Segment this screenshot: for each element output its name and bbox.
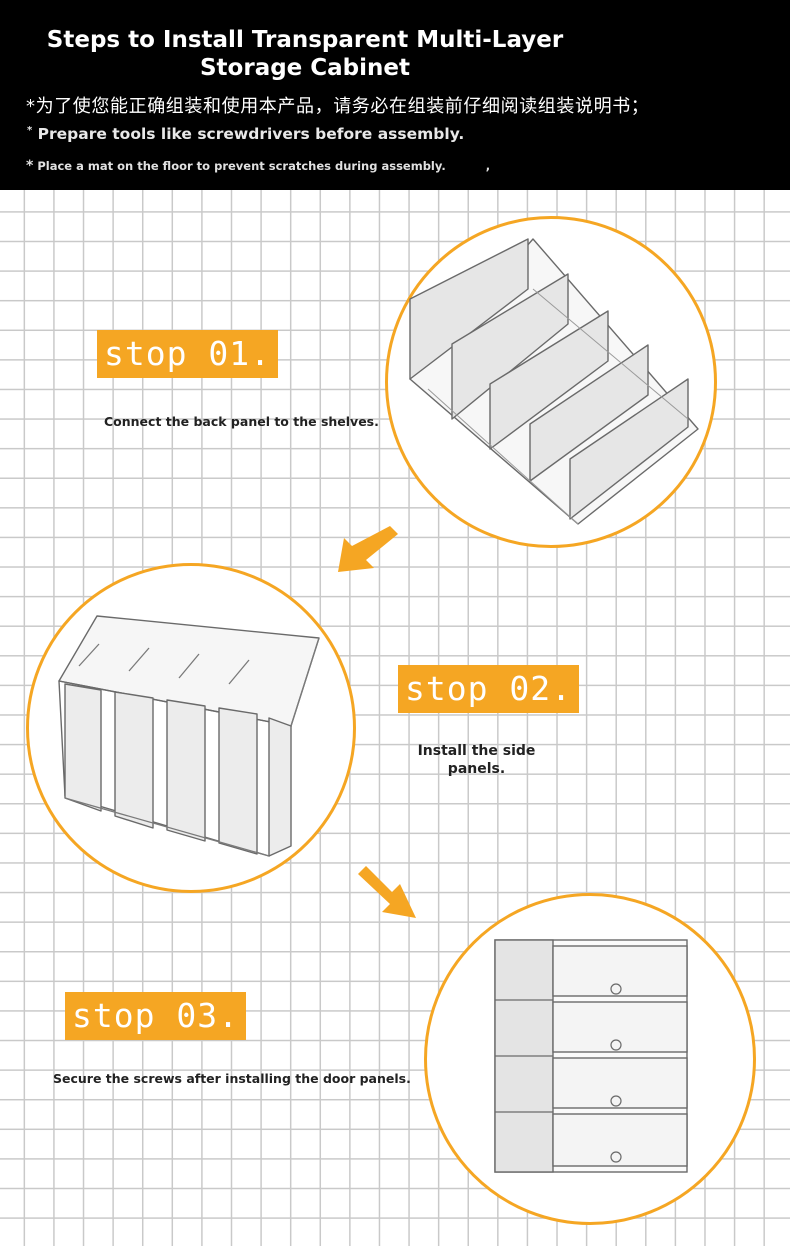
step-3-label: stop 03. bbox=[65, 992, 246, 1040]
step-2-description-line-1: Install the side bbox=[417, 743, 536, 759]
step-3-description: Secure the screws after installing the d… bbox=[53, 1071, 411, 1086]
shelves-with-back-panel-illustration bbox=[409, 238, 699, 525]
bullet-mark: * bbox=[27, 125, 33, 136]
step-1-illustration-circle bbox=[385, 216, 717, 548]
instruction-mat: * Place a mat on the floor to prevent sc… bbox=[26, 158, 490, 174]
step-2-label: stop 02. bbox=[398, 665, 579, 713]
instruction-mat-text: Place a mat on the floor to prevent scra… bbox=[37, 159, 446, 173]
step-1-label: stop 01. bbox=[97, 330, 278, 378]
assembled-cabinet-with-doors-illustration bbox=[494, 939, 688, 1173]
step-3-illustration-circle bbox=[424, 893, 756, 1225]
step-2-illustration-circle bbox=[26, 563, 356, 893]
cabinet-side-panels-illustration bbox=[58, 615, 320, 857]
instruction-chinese: *为了使您能正确组装和使用本产品，请务必在组装前仔细阅读组装说明书； bbox=[26, 96, 650, 117]
arrow-down-left-icon bbox=[332, 520, 402, 580]
title-line-2: Storage Cabinet bbox=[199, 55, 410, 81]
step-2-description-line-2: panels. bbox=[447, 761, 506, 777]
step-1-description: Connect the back panel to the shelves. bbox=[104, 414, 379, 429]
page-title: Steps to Install Transparent Multi-Layer… bbox=[20, 26, 590, 82]
header-banner: Steps to Install Transparent Multi-Layer… bbox=[0, 0, 790, 190]
instruction-tools-text: Prepare tools like screwdrivers before a… bbox=[37, 125, 465, 143]
bullet-mark: * bbox=[26, 158, 34, 174]
stray-comma: , bbox=[485, 159, 491, 173]
instruction-tools: * Prepare tools like screwdrivers before… bbox=[27, 125, 464, 143]
step-2-description: Install the side panels. bbox=[414, 742, 539, 778]
arrow-down-right-icon bbox=[352, 862, 422, 922]
title-line-1: Steps to Install Transparent Multi-Layer bbox=[46, 27, 564, 53]
